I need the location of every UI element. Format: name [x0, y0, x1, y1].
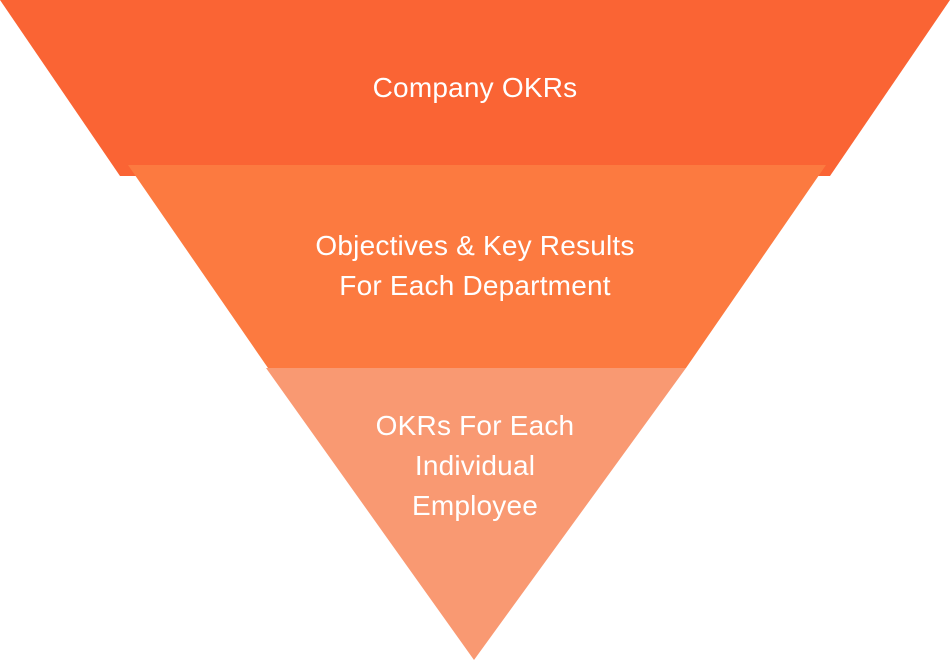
tier-label-line: For Each Department [339, 270, 611, 301]
tier-department-okrs: Objectives & Key Results For Each Depart… [128, 165, 826, 368]
tier-company-okrs: Company OKRs [0, 0, 950, 176]
tier-company-okrs-label: Company OKRs [0, 68, 950, 108]
tier-employee-okrs: OKRs For Each Individual Employee [266, 368, 686, 660]
tier-employee-okrs-label: OKRs For Each Individual Employee [266, 406, 686, 526]
tier-label-line: Individual [414, 450, 536, 481]
tier-label-line: OKRs For Each [375, 410, 575, 441]
tier-label-line: Objectives & Key Results [315, 230, 635, 261]
tier-label-line: Company OKRs [372, 72, 578, 103]
tier-label-line: Employee [411, 490, 539, 521]
tier-department-okrs-label: Objectives & Key Results For Each Depart… [315, 226, 634, 306]
